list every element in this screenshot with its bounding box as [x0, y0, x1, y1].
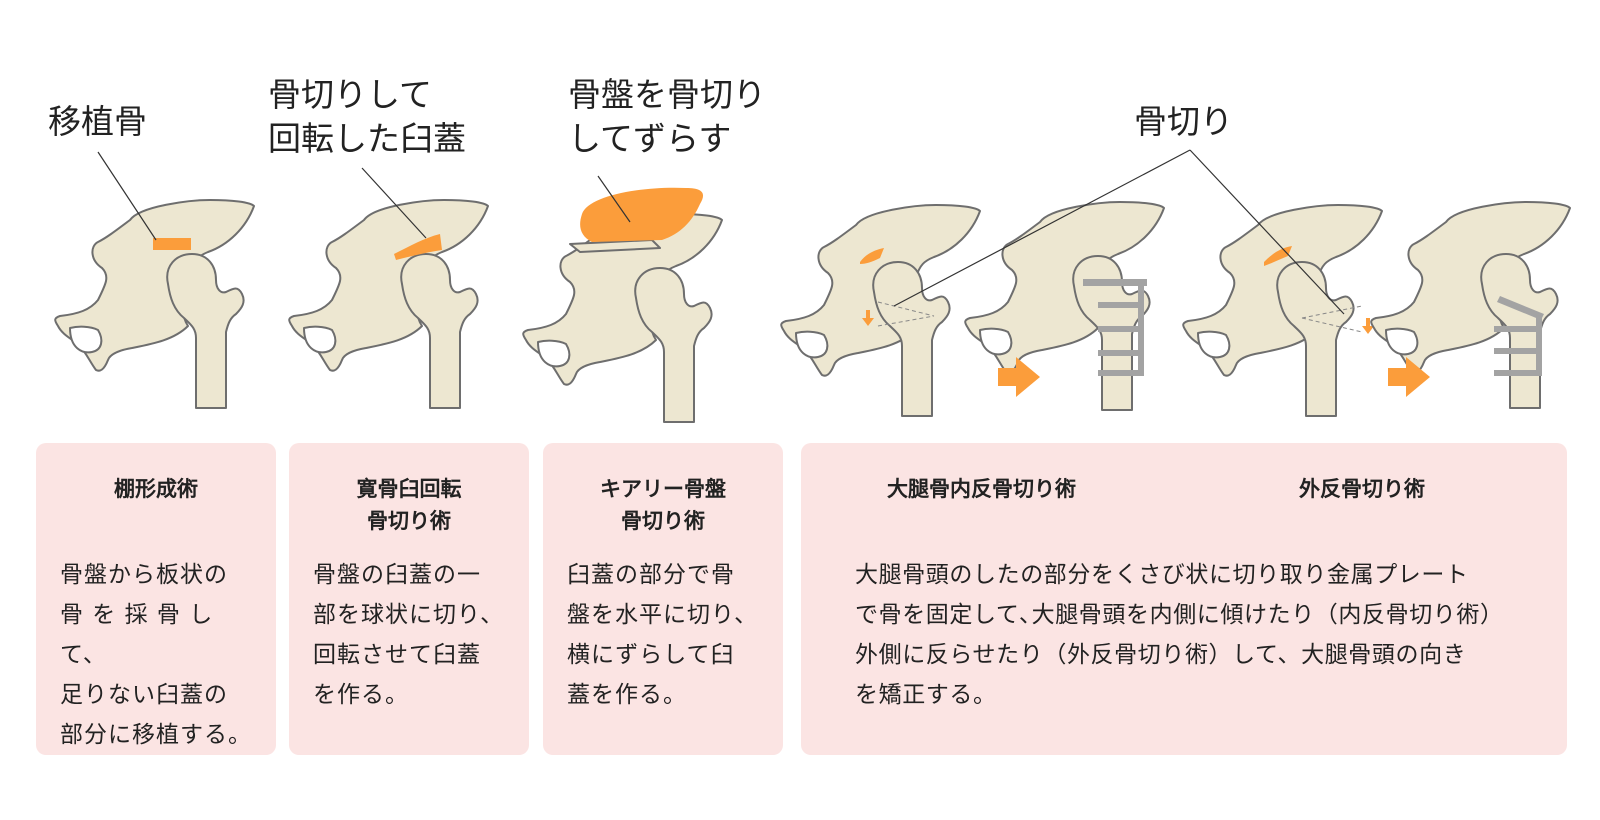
panel-femoral-osteotomy: 大腿骨内反骨切り術 外反骨切り術 大腿骨頭のしたの部分をくさび状に切り取り金属プ… [801, 443, 1567, 755]
panel-description: 骨盤から板状の 骨 を 採 骨 し て、 足りない臼蓋の 部分に移植する。 [60, 562, 252, 748]
plate-screw [1494, 348, 1542, 354]
shifted-pelvis-shape [580, 187, 704, 242]
down-arrow-icon [1362, 318, 1374, 334]
panel-description: 骨盤の臼蓋の一 部を球状に切り、 回転させて臼蓋 を作る。 [313, 562, 505, 708]
figure-shelf-procedure [54, 151, 255, 409]
wedge-cut-lines [877, 301, 935, 327]
label-pelvis-line2: してずらす [568, 119, 731, 158]
osteotomy-slab [569, 239, 661, 253]
metal-plate [1497, 296, 1544, 320]
leader-line [361, 167, 427, 239]
figure-varus-before [780, 204, 981, 417]
leader-line [597, 175, 631, 223]
metal-plate [1083, 279, 1147, 286]
plate-screw [1098, 302, 1144, 308]
label-osteotomy: 骨切り [1134, 102, 1233, 141]
panel-title-valgus: 外反骨切り術 [1299, 477, 1425, 501]
plate-bar [1138, 279, 1144, 376]
hip-osteotomy-illustrations: 移植骨 骨切りして 回転した臼蓋 骨盤を骨切り してずらす 骨切り [48, 75, 1571, 423]
panel-title: 寛骨臼回転 骨切り術 [356, 477, 462, 533]
figure-varus-after [964, 201, 1165, 411]
figure-chiari-osteotomy [522, 175, 723, 423]
label-rotated-line1: 骨切りして [268, 75, 432, 114]
figure-valgus-before [1182, 204, 1383, 417]
plate-screw [1494, 326, 1542, 332]
plate-bar [1536, 316, 1542, 376]
plate-screw [1098, 350, 1144, 356]
plate-screw [1098, 326, 1144, 332]
panel-title-varus: 大腿骨内反骨切り術 [887, 477, 1076, 501]
figure-valgus-after [1370, 201, 1571, 409]
graft-shape [153, 238, 191, 250]
panel-chiari-osteotomy: キアリー骨盤 骨切り術 臼蓋の部分で骨 盤を水平に切り、 横にずらして臼 蓋を作… [543, 443, 783, 755]
panel-title: キアリー骨盤 骨切り術 [600, 477, 726, 533]
panel-title: 棚形成術 [114, 477, 198, 501]
leader-line [97, 151, 157, 241]
panel-description: 大腿骨頭のしたの部分をくさび状に切り取り金属プレート で骨を固定して､大腿骨頭を… [855, 562, 1504, 708]
wedge-cut-lines [1301, 305, 1363, 333]
figure-rotational-osteotomy [288, 167, 489, 409]
label-pelvis-line1: 骨盤を骨切り [568, 75, 766, 114]
acetabulum-highlight [860, 248, 884, 264]
label-rotated-line2: 回転した臼蓋 [268, 119, 466, 158]
rotated-acetabulum-shape [394, 234, 442, 260]
plate-screw [1098, 370, 1144, 376]
label-graft: 移植骨 [48, 102, 147, 141]
osteotomy-leader-lines [893, 149, 1345, 315]
panel-rotational-osteotomy: 寛骨臼回転 骨切り術 骨盤の臼蓋の一 部を球状に切り、 回転させて臼蓋 を作る。 [289, 443, 529, 755]
plate-screw [1494, 370, 1542, 376]
down-arrow-icon [862, 310, 874, 326]
panel-shelf-procedure: 棚形成術 骨盤から板状の 骨 を 採 骨 し て、 足りない臼蓋の 部分に移植す… [36, 443, 276, 755]
panel-description: 臼蓋の部分で骨 盤を水平に切り、 横にずらして臼 蓋を作る。 [567, 562, 759, 708]
